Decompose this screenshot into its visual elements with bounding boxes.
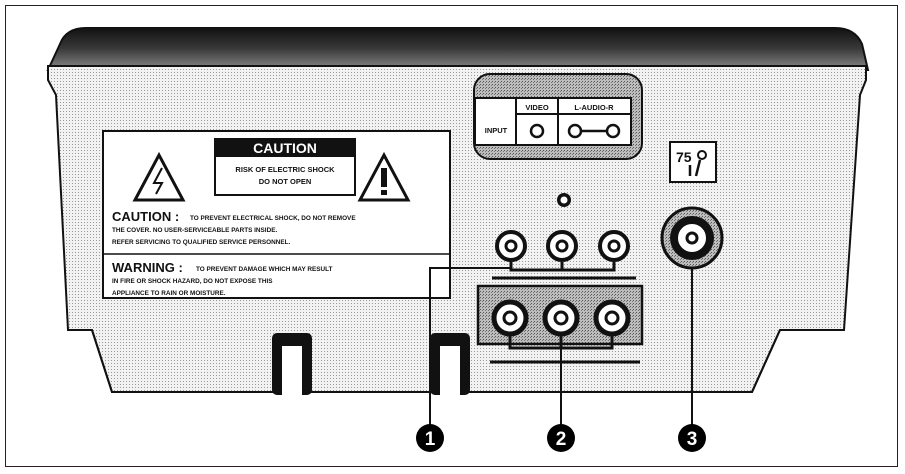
audio-label: L-AUDIO-R bbox=[574, 103, 614, 112]
caution-line-2: DO NOT OPEN bbox=[259, 177, 312, 186]
led-indicator bbox=[557, 193, 571, 207]
body-top-band bbox=[46, 27, 870, 71]
caution-text-3: REFER SERVICING TO QUALIFIED SERVICE PER… bbox=[112, 239, 290, 246]
caution-text-2: THE COVER. NO USER-SERVICEABLE PARTS INS… bbox=[112, 227, 277, 234]
warning-text-1: TO PREVENT DAMAGE WHICH MAY RESULT bbox=[196, 266, 333, 273]
lightning-warning-icon bbox=[132, 151, 186, 202]
warning-label: WARNING : bbox=[112, 260, 183, 275]
callout-3: 3 bbox=[678, 424, 706, 452]
callout-1: 1 bbox=[416, 424, 444, 452]
callout-1-label: 1 bbox=[425, 429, 436, 450]
audio-left-jack bbox=[567, 123, 583, 139]
output-jack-row-lower bbox=[476, 276, 644, 364]
callout-3-label: 3 bbox=[687, 429, 698, 450]
caution-text-1: TO PREVENT ELECTRICAL SHOCK, DO NOT REMO… bbox=[190, 215, 356, 222]
caution-label-box: CAUTION RISK OF ELECTRIC SHOCK DO NOT OP… bbox=[102, 130, 451, 299]
video-input-jack bbox=[529, 123, 545, 139]
callout-2-label: 2 bbox=[556, 429, 567, 450]
caution-label: CAUTION : bbox=[112, 209, 179, 224]
input-label: INPUT bbox=[485, 126, 508, 135]
audio-right-jack bbox=[605, 123, 621, 139]
warning-text-3: APPLIANCE TO RAIN OR MOISTURE. bbox=[112, 290, 226, 297]
caution-heading: CAUTION bbox=[253, 140, 317, 156]
video-label: VIDEO bbox=[525, 103, 549, 112]
warning-text-2: IN FIRE OR SHOCK HAZARD, DO NOT EXPOSE T… bbox=[112, 278, 273, 285]
diagram-frame bbox=[5, 5, 898, 467]
antenna-ohm-label: 75 bbox=[676, 149, 692, 165]
antenna-terminal: 75 bbox=[660, 141, 724, 270]
input-panel: INPUT VIDEO L-AUDIO-R bbox=[473, 73, 643, 160]
caution-line-1: RISK OF ELECTRIC SHOCK bbox=[235, 165, 335, 174]
callout-leader-lines bbox=[429, 267, 693, 430]
callout-2: 2 bbox=[547, 424, 575, 452]
output-jack-row-upper bbox=[495, 230, 630, 272]
